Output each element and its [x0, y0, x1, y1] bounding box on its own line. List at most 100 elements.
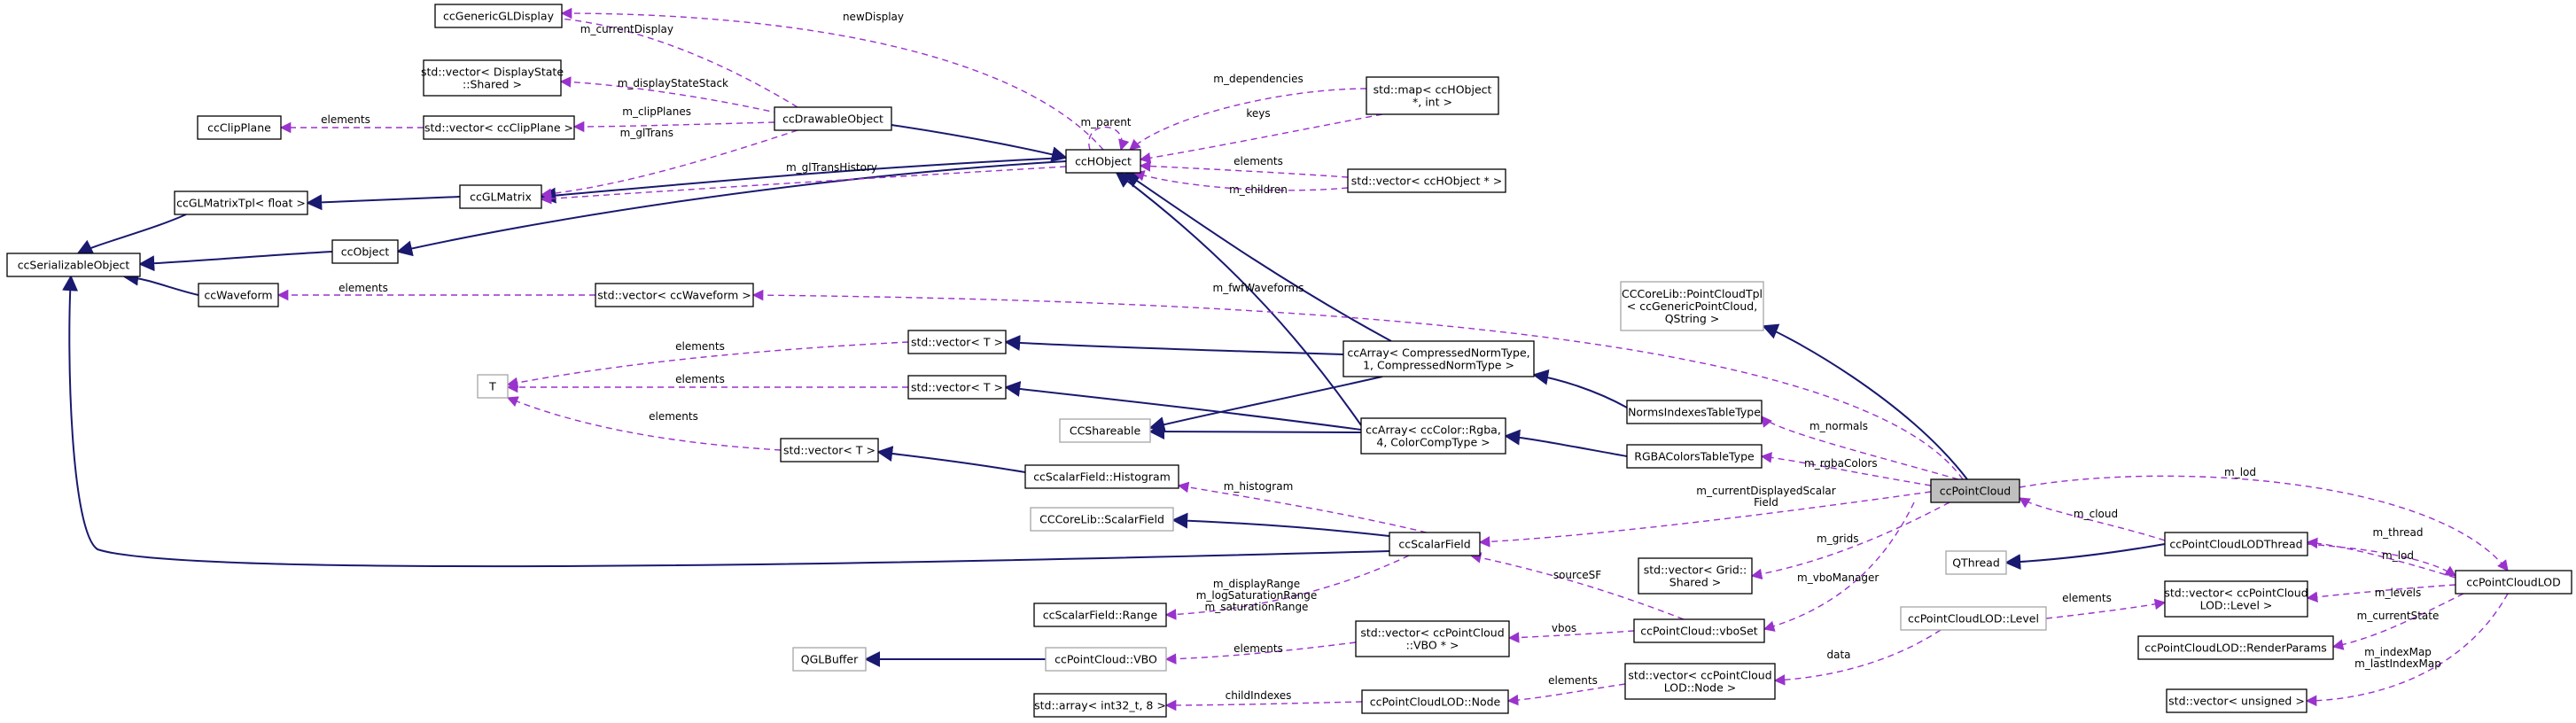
node-label: LOD::Level >	[2200, 599, 2273, 612]
usage-edge-ranges	[1164, 555, 1410, 620]
node-box	[1620, 281, 1764, 331]
node-label: ::VBO * >	[1406, 639, 1459, 652]
node-box	[1389, 532, 1481, 556]
node-vec-lod-node[interactable]: std::vector< ccPointCloudLOD::Node >	[1624, 663, 1776, 700]
node-histogram[interactable]: ccScalarField::Histogram	[1024, 464, 1179, 489]
node-cc-point-cloud-lod[interactable]: ccPointCloudLOD	[2455, 570, 2572, 595]
inheritance-edge-lod-thread-to-qthread	[2004, 543, 2166, 571]
node-label: CCCoreLib::PointCloudTpl	[1622, 287, 1763, 300]
node-core-scalar-field[interactable]: CCCoreLib::ScalarField	[1030, 507, 1174, 532]
usage-edge-m-cloud	[2018, 497, 2166, 541]
node-label: ccPointCloudLOD::Level	[1908, 612, 2039, 626]
usage-edge-index-maps	[2305, 593, 2509, 707]
node-label: ccGenericGLDisplay	[443, 10, 555, 23]
inheritance-edge-cc-hobject-to-cc-glmatrix	[540, 157, 1067, 204]
node-box	[1900, 606, 2047, 631]
node-vec-t1[interactable]: std::vector< T >	[907, 330, 1007, 354]
edge-label-t-elements2: elements	[675, 373, 725, 385]
node-box	[1361, 689, 1509, 714]
node-point-cloud-tpl[interactable]: CCCoreLib::PointCloudTpl< ccGenericPoint…	[1620, 281, 1764, 331]
node-label: ccPointCloud::VBO	[1055, 653, 1157, 666]
usage-edge-hobj-elements	[1139, 160, 1349, 178]
node-cc-drawable-object[interactable]: ccDrawableObject	[774, 106, 892, 131]
node-vec-display-state[interactable]: std::vector< DisplayState::Shared >	[421, 59, 564, 97]
node-render-params[interactable]: ccPointCloudLOD::RenderParams	[2137, 635, 2334, 660]
node-box	[198, 283, 279, 307]
edge-label-m-grids: m_grids	[1817, 533, 1858, 545]
node-box	[423, 115, 575, 140]
node-lod-node[interactable]: ccPointCloudLOD::Node	[1361, 689, 1509, 714]
node-qthread[interactable]: QThread	[1945, 550, 2007, 575]
node-cc-glmatrix-tpl[interactable]: ccGLMatrixTpl< float >	[174, 190, 308, 215]
node-t[interactable]: T	[477, 374, 509, 399]
node-cc-serializable-object[interactable]: ccSerializableObject	[6, 253, 141, 277]
node-cc-object[interactable]: ccObject	[331, 239, 399, 264]
inheritance-edge-cc-array-rgba-to-ccshareable	[1148, 424, 1362, 440]
node-qgl-buffer[interactable]: QGLBuffer	[792, 647, 867, 672]
node-map-hobject[interactable]: std::map< ccHObject*, int >	[1366, 76, 1499, 115]
inheritance-edge-cc-array-rgba-to-vec-t2	[1004, 381, 1362, 431]
node-box	[1059, 418, 1151, 443]
node-vec-unsigned[interactable]: std::vector< unsigned >	[2166, 688, 2308, 713]
node-pc-vbo[interactable]: ccPointCloud::VBO	[1045, 647, 1167, 672]
node-vbo-set[interactable]: ccPointCloud::vboSet	[1633, 618, 1765, 643]
node-label: ccObject	[341, 245, 390, 259]
node-vec-vbo[interactable]: std::vector< ccPointCloud::VBO * >	[1355, 620, 1510, 657]
node-cc-point-cloud[interactable]: ccPointCloud	[1930, 478, 2020, 503]
node-lod-level[interactable]: ccPointCloudLOD::Level	[1900, 606, 2047, 631]
inheritance-edge-cc-glmatrix-to-cc-glmatrix-tpl	[306, 194, 461, 211]
node-cc-waveform[interactable]: ccWaveform	[198, 283, 279, 307]
node-box	[1024, 464, 1179, 489]
node-label: ccHObject	[1075, 155, 1132, 168]
inheritance-edge-histogram-to-vec-t3	[876, 446, 1026, 473]
node-label: std::vector< ccPointCloud	[2164, 587, 2308, 600]
node-lod-thread[interactable]: ccPointCloudLODThread	[2164, 532, 2308, 556]
edge-label-m-current-displayed-scalar-field: m_currentDisplayedScalar	[1696, 485, 1835, 497]
node-box	[1930, 478, 2020, 503]
node-sf-range[interactable]: ccScalarField::Range	[1033, 602, 1167, 627]
node-label: CCShareable	[1070, 424, 1141, 438]
node-vec-waveform[interactable]: std::vector< ccWaveform >	[595, 283, 754, 307]
node-label: ccArray< CompressedNormType,	[1347, 346, 1529, 360]
usage-edge-child-indexes	[1164, 699, 1363, 711]
node-box	[434, 4, 563, 28]
node-box	[1638, 557, 1753, 595]
node-label: ccScalarField::Histogram	[1033, 470, 1171, 484]
node-label: ccSerializableObject	[18, 259, 130, 272]
usage-edge-m-gl-trans-history	[540, 166, 1067, 205]
node-cc-array-rgba[interactable]: ccArray< ccColor::Rgba,4, ColorCompType …	[1360, 417, 1506, 455]
node-norms-table[interactable]: NormsIndexesTableType	[1626, 400, 1763, 424]
node-vec-grid[interactable]: std::vector< Grid::Shared >	[1638, 557, 1753, 595]
edge-label-m-gl-trans: m_glTrans	[620, 127, 673, 139]
node-box	[1045, 647, 1167, 672]
node-cc-generic-gldisplay[interactable]: ccGenericGLDisplay	[434, 4, 563, 28]
node-vec-hobject[interactable]: std::vector< ccHObject * >	[1347, 168, 1506, 193]
edge-label-index-maps: m_indexMap	[2364, 646, 2432, 658]
node-box	[2137, 635, 2334, 660]
node-box	[1626, 400, 1763, 424]
node-vec-lod-level[interactable]: std::vector< ccPointCloudLOD::Level >	[2164, 580, 2308, 618]
node-cc-hobject[interactable]: ccHObject	[1065, 149, 1141, 174]
edge-label-ranges: m_displayRange	[1213, 578, 1300, 590]
node-array-int[interactable]: std::array< int32_t, 8 >	[1033, 693, 1167, 718]
node-label: std::vector< Grid::	[1644, 564, 1747, 577]
edge-labels-layer: newDisplaym_currentDisplaym_displayState…	[321, 11, 2441, 702]
usage-edge-t-elements3	[506, 396, 782, 451]
node-box	[423, 59, 562, 97]
node-vec-clip-plane[interactable]: std::vector< ccClipPlane >	[423, 115, 575, 140]
node-vec-t3[interactable]: std::vector< T >	[780, 438, 879, 463]
usage-edge-m-children	[1132, 170, 1349, 191]
usage-edge-m-normals	[1761, 416, 1959, 480]
node-cc-scalar-field[interactable]: ccScalarField	[1389, 532, 1481, 556]
node-label: std::vector< unsigned >	[2168, 695, 2305, 708]
node-cc-array-norm[interactable]: ccArray< CompressedNormType,1, Compresse…	[1342, 340, 1535, 377]
node-cc-clip-plane[interactable]: ccClipPlane	[197, 115, 282, 140]
node-rgba-table[interactable]: RGBAColorsTableType	[1626, 444, 1763, 469]
edge-label-m-rgba-colors: m_rgbaColors	[1804, 457, 1878, 470]
edge-label-hobj-elements: elements	[1234, 155, 1283, 167]
edge-label-m-lod-thread: m_lod	[2382, 549, 2414, 562]
node-ccshareable[interactable]: CCShareable	[1059, 418, 1151, 443]
edge-label-keys: keys	[1246, 107, 1270, 120]
node-cc-glmatrix[interactable]: ccGLMatrix	[459, 184, 542, 209]
node-vec-t2[interactable]: std::vector< T >	[907, 375, 1007, 400]
